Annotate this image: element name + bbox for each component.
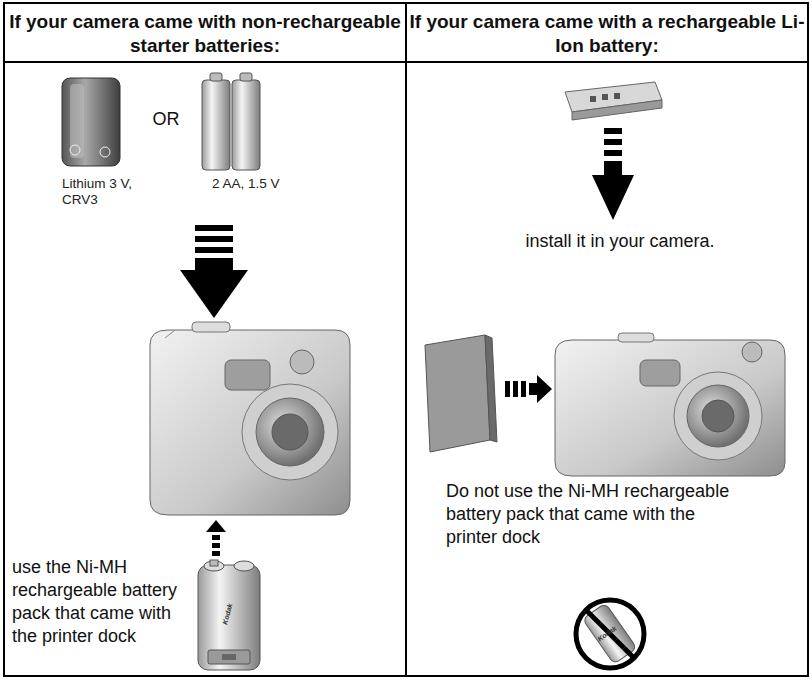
camera [555, 333, 785, 476]
instruction-text: install it in your camera. [470, 230, 770, 253]
lithium-battery [62, 78, 120, 166]
or-label: OR [143, 108, 189, 131]
nimh-pack [198, 560, 260, 670]
li-ion-battery [565, 82, 662, 120]
camera [150, 322, 350, 515]
up-arrow [206, 520, 226, 556]
instruction-text: use the Ni-MH rechargeable battery pack … [12, 556, 190, 648]
li-ion-battery [425, 335, 497, 452]
battery-label: 2 AA, 1.5 V [212, 176, 322, 192]
down-arrow [180, 225, 248, 318]
down-arrow [592, 128, 634, 220]
battery-label: Lithium 3 V, CRV3 [62, 176, 162, 208]
prohibited-symbol [576, 600, 644, 668]
column-header: If your camera came with non-rechargeabl… [6, 10, 404, 58]
warning-text: Do not use the Ni-MH rechargeable batter… [446, 480, 746, 549]
column-header: If your camera came with a rechargeable … [408, 10, 806, 58]
aa-batteries [202, 73, 260, 170]
insert-arrow [505, 375, 552, 403]
